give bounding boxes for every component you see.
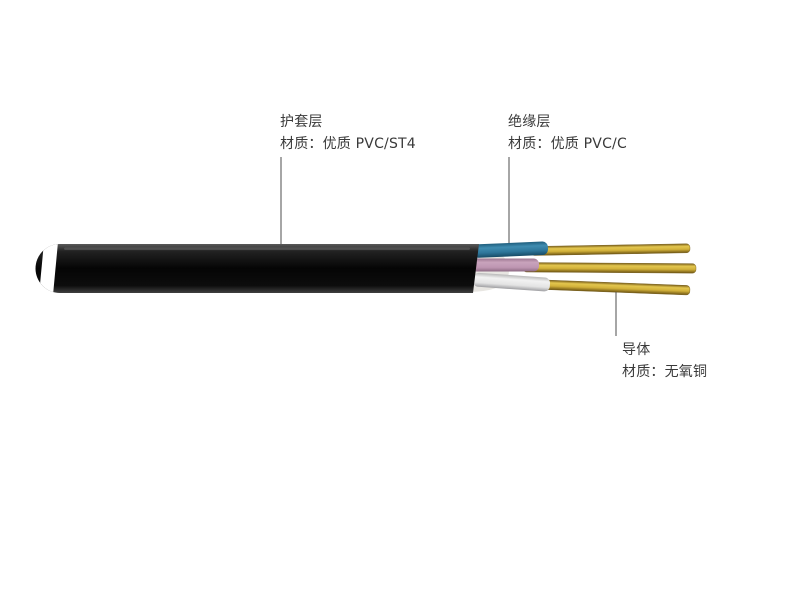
label-conductor-title: 导体 — [622, 342, 651, 358]
wire-white — [472, 272, 551, 292]
label-conductor-material: 材质：无氧铜 — [622, 364, 708, 380]
label-insulation-material: 材质：优质 PVC/C — [508, 136, 627, 152]
label-sheath: 护套层 材质：优质 PVC/ST4 — [280, 111, 416, 155]
wire-pink — [470, 258, 539, 272]
wire-blue — [472, 241, 549, 258]
conductor-top — [530, 243, 691, 256]
sheath-body — [35, 244, 479, 293]
label-conductor: 导体 材质：无氧铜 — [622, 339, 707, 383]
label-insulation-title: 绝缘层 — [508, 114, 551, 130]
sheath-stripe — [39, 244, 58, 293]
conductor-strands — [522, 243, 697, 296]
cable-sheath — [35, 244, 479, 293]
sheath-highlight — [64, 247, 470, 250]
label-insulation: 绝缘层 材质：优质 PVC/C — [508, 111, 627, 155]
conductor-middle — [522, 262, 697, 274]
leader-lines — [280, 157, 617, 336]
label-sheath-title: 护套层 — [280, 114, 323, 130]
conductor-bottom — [530, 279, 691, 296]
label-sheath-material: 材质：优质 PVC/ST4 — [280, 136, 416, 152]
insulated-wires — [470, 241, 551, 292]
